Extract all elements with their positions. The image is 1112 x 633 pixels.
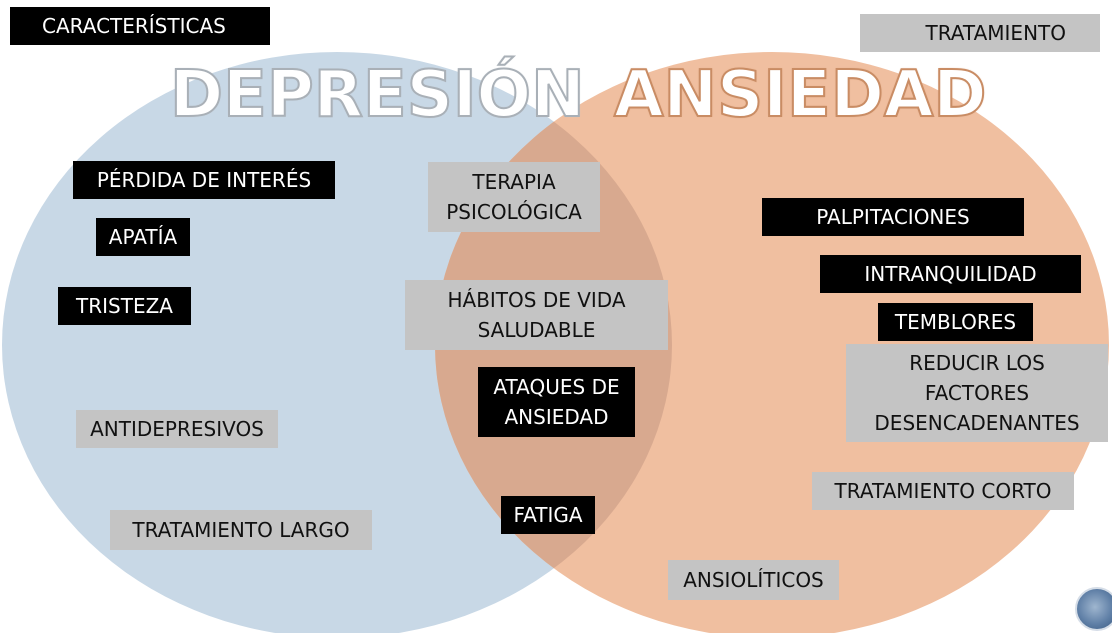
legend-caracteristicas: CARACTERÍSTICAS — [10, 7, 270, 45]
label-habitos-de-vida-saludable: HÁBITOS DE VIDA SALUDABLE — [405, 280, 668, 350]
label-tristeza: TRISTEZA — [58, 287, 191, 325]
ansiedad-title: ANSIEDAD — [613, 57, 987, 133]
globe-logo-icon[interactable] — [1075, 587, 1112, 631]
label-reducir-factores: REDUCIR LOS FACTORES DESENCADENANTES — [846, 344, 1108, 442]
label-perdida-de-interes: PÉRDIDA DE INTERÉS — [73, 161, 335, 199]
label-ansioliticos: ANSIOLÍTICOS — [668, 560, 839, 600]
label-terapia-psicologica: TERAPIA PSICOLÓGICA — [428, 162, 600, 232]
label-intranquilidad: INTRANQUILIDAD — [820, 255, 1081, 293]
label-ataques-de-ansiedad: ATAQUES DE ANSIEDAD — [478, 367, 635, 437]
label-palpitaciones: PALPITACIONES — [762, 198, 1024, 236]
label-temblores: TEMBLORES — [878, 303, 1033, 341]
depresion-title: DEPRESIÓN — [169, 57, 586, 133]
label-apatia: APATÍA — [96, 218, 190, 256]
label-antidepresivos: ANTIDEPRESIVOS — [76, 410, 278, 448]
legend-tratamiento: TRATAMIENTO — [860, 14, 1100, 52]
label-fatiga: FATIGA — [501, 496, 595, 534]
label-tratamiento-corto: TRATAMIENTO CORTO — [812, 472, 1074, 510]
overlap-region — [435, 52, 672, 633]
label-tratamiento-largo: TRATAMIENTO LARGO — [110, 510, 372, 550]
